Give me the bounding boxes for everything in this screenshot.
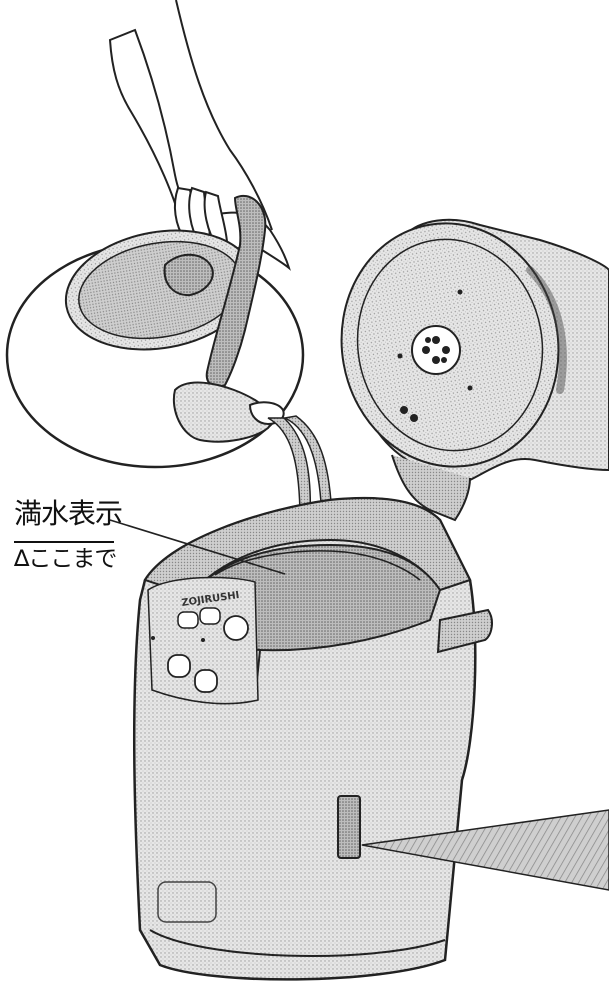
- pot-lid: [340, 218, 609, 522]
- pot-body: [132, 496, 493, 981]
- label-underline: [14, 541, 114, 543]
- control-panel: ZOJIRUSHI: [147, 576, 259, 705]
- water-level-label: 満水表示: [14, 497, 123, 530]
- water-level-pointer: [109, 519, 286, 575]
- detail-pointer: [361, 809, 609, 891]
- water-level-mark: ∆ここまで: [14, 546, 117, 572]
- kettle: [5, 194, 305, 469]
